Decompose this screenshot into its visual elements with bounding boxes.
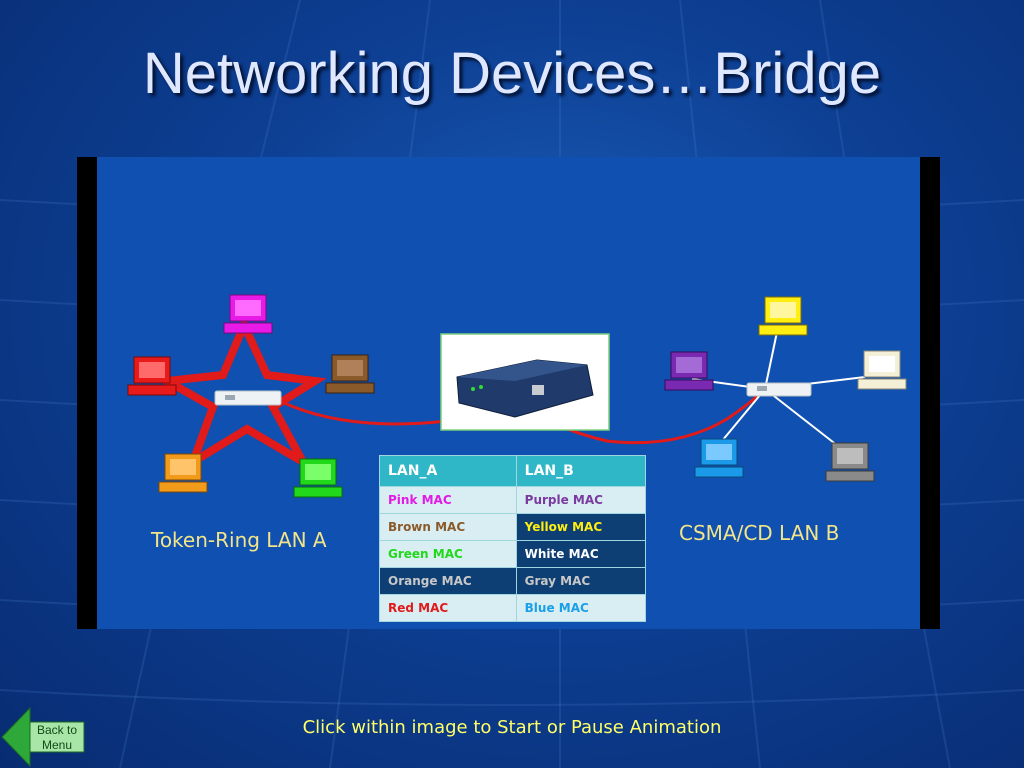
computer-white-icon	[857, 350, 907, 390]
lan-a-label: Token-Ring LAN A	[151, 528, 327, 552]
table-cell: Pink MAC	[379, 486, 517, 514]
table-header-lan-a: LAN_A	[379, 455, 517, 487]
table-cell: Orange MAC	[379, 567, 517, 595]
table-cell: Brown MAC	[379, 513, 517, 541]
computer-gray-icon	[825, 442, 875, 482]
table-cell: Purple MAC	[515, 486, 647, 514]
table-cell: Red MAC	[379, 594, 517, 622]
computer-purple-icon	[664, 351, 714, 391]
token-ring-star	[154, 315, 327, 473]
table-cell: Gray MAC	[515, 567, 647, 595]
animation-hint: Click within image to Start or Pause Ani…	[302, 717, 722, 738]
table-cell: Green MAC	[379, 540, 517, 568]
lan-b-label: CSMA/CD LAN B	[679, 521, 840, 545]
left-frame-bar	[77, 157, 97, 629]
table-cell: White MAC	[515, 540, 647, 568]
computer-green-icon	[293, 458, 343, 498]
hub-a	[214, 390, 282, 406]
computer-orange-icon	[158, 453, 208, 493]
back-arrow-icon	[1, 706, 85, 768]
right-frame-bar	[920, 157, 940, 629]
slide-title: Networking Devices…Bridge	[142, 41, 882, 106]
back-to-menu-button[interactable]: Back to Menu	[0, 706, 88, 768]
table-cell: Blue MAC	[515, 594, 647, 622]
table-cell: Yellow MAC	[515, 513, 647, 541]
back-label-line2: Menu	[41, 738, 73, 752]
back-label-line1: Back to	[36, 723, 78, 737]
computer-brown-icon	[325, 354, 375, 394]
computer-blue-icon	[694, 438, 744, 478]
computer-yellow-icon	[758, 296, 808, 336]
bridge-device	[440, 333, 610, 431]
computer-pink-icon	[223, 294, 273, 334]
table-header-lan-b: LAN_B	[515, 455, 647, 487]
hub-b	[746, 382, 812, 397]
computer-red-icon	[127, 356, 177, 396]
